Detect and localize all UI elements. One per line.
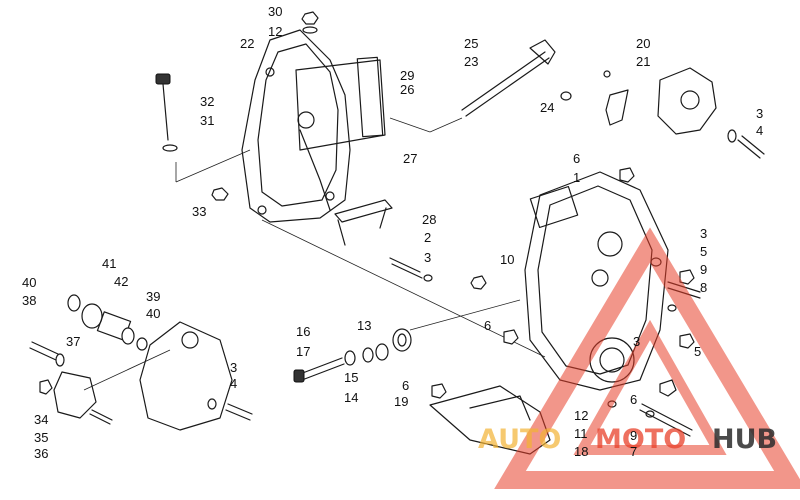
chaincase-cover bbox=[241, 29, 351, 223]
callout-17: 17 bbox=[296, 344, 310, 359]
callout-36: 36 bbox=[34, 446, 48, 461]
left-bolt bbox=[207, 398, 253, 421]
callout-25: 25 bbox=[464, 36, 478, 51]
callout-6: 6 bbox=[630, 392, 637, 407]
callout-13: 13 bbox=[357, 318, 371, 333]
callout-14: 14 bbox=[344, 390, 358, 405]
callout-32: 32 bbox=[200, 94, 214, 109]
callout-9: 9 bbox=[700, 262, 707, 277]
callout-3: 3 bbox=[756, 106, 763, 121]
callout-26: 26 bbox=[400, 82, 414, 97]
watermark-word-hub: HUB bbox=[712, 424, 777, 455]
shift-shaft bbox=[461, 39, 572, 117]
callout-38: 38 bbox=[22, 293, 36, 308]
callout-22: 22 bbox=[240, 36, 254, 51]
callout-2: 2 bbox=[424, 230, 431, 245]
callout-4: 4 bbox=[756, 123, 763, 138]
callout-6: 6 bbox=[484, 318, 491, 333]
callout-19: 19 bbox=[394, 394, 408, 409]
bolt-right-top bbox=[727, 129, 765, 159]
left-pivot-assembly bbox=[29, 294, 148, 425]
left-cover bbox=[139, 321, 233, 431]
callout-16: 16 bbox=[296, 324, 310, 339]
callout-35: 35 bbox=[34, 430, 48, 445]
callout-4: 4 bbox=[230, 376, 237, 391]
callout-1: 1 bbox=[573, 170, 580, 185]
callout-5: 5 bbox=[694, 344, 701, 359]
callout-11: 11 bbox=[574, 426, 588, 441]
callout-21: 21 bbox=[636, 54, 650, 69]
callout-23: 23 bbox=[464, 54, 478, 69]
callout-8: 8 bbox=[700, 280, 707, 295]
callout-15: 15 bbox=[344, 370, 358, 385]
lower-guide bbox=[429, 383, 551, 455]
callout-20: 20 bbox=[636, 36, 650, 51]
chain-guide-bracket bbox=[334, 199, 393, 246]
vent-fitting bbox=[155, 73, 178, 152]
callout-41: 41 bbox=[102, 256, 116, 271]
callout-9: 9 bbox=[630, 428, 637, 443]
callout-28: 28 bbox=[422, 212, 436, 227]
watermark-word-auto: AUTO bbox=[478, 424, 561, 455]
callout-29: 29 bbox=[400, 68, 414, 83]
adjuster-bolt bbox=[389, 257, 433, 282]
watermark-triangle-outer bbox=[494, 227, 800, 489]
callout-10: 10 bbox=[500, 252, 514, 267]
callout-42: 42 bbox=[114, 274, 128, 289]
callout-33: 33 bbox=[192, 204, 206, 219]
watermark-word-moto: MOTO bbox=[595, 424, 686, 455]
watermark-logo: AUTO MOTO HUB bbox=[478, 227, 800, 489]
assembly-lines bbox=[83, 117, 546, 391]
nut-mid bbox=[503, 329, 519, 345]
case-bolt bbox=[470, 275, 487, 290]
callout-34: 34 bbox=[34, 412, 48, 427]
gear-case bbox=[524, 171, 669, 391]
shift-linkage bbox=[603, 67, 717, 135]
callout-3: 3 bbox=[700, 226, 707, 241]
callout-24: 24 bbox=[540, 100, 554, 115]
callout-27: 27 bbox=[403, 151, 417, 166]
top-bolt bbox=[301, 11, 319, 34]
cover-gasket bbox=[295, 56, 386, 151]
callout-7: 7 bbox=[630, 444, 637, 459]
callout-31: 31 bbox=[200, 113, 214, 128]
callout-12: 12 bbox=[268, 24, 282, 39]
callout-37: 37 bbox=[66, 334, 80, 349]
callout-18: 18 bbox=[574, 444, 588, 459]
callouts: 30 12 22 25 23 20 21 32 31 29 26 24 3 4 … bbox=[22, 4, 763, 461]
cover-bolt bbox=[211, 187, 229, 201]
callout-3: 3 bbox=[633, 334, 640, 349]
drive-bolt-assembly bbox=[293, 328, 412, 383]
callout-5: 5 bbox=[700, 244, 707, 259]
watermark-triangle-inner bbox=[573, 319, 727, 455]
callout-12: 12 bbox=[574, 408, 588, 423]
callout-3: 3 bbox=[230, 360, 237, 375]
callout-6: 6 bbox=[402, 378, 409, 393]
callout-30: 30 bbox=[268, 4, 282, 19]
callout-39: 39 bbox=[146, 289, 160, 304]
callout-40: 40 bbox=[22, 275, 36, 290]
callout-6: 6 bbox=[573, 151, 580, 166]
callout-3: 3 bbox=[424, 250, 431, 265]
callout-40: 40 bbox=[146, 306, 160, 321]
